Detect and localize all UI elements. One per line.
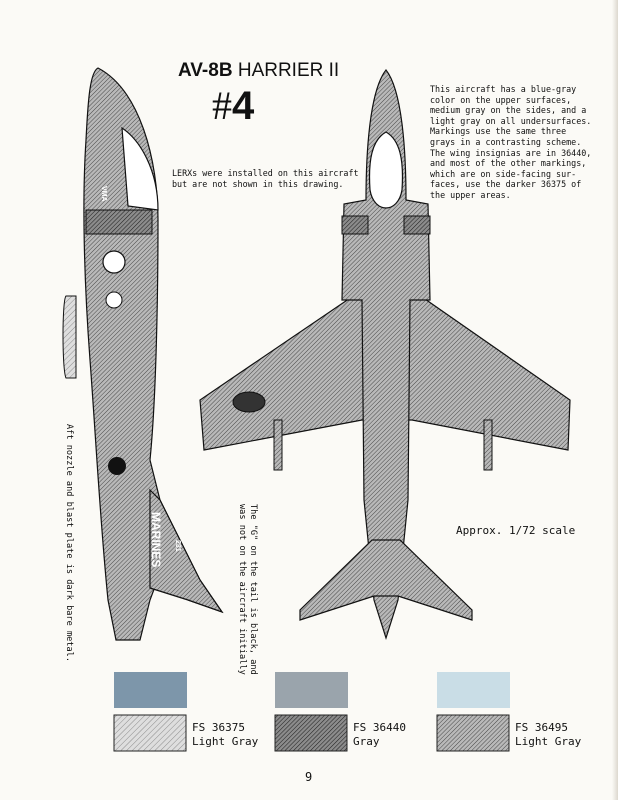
fs-name: Gray [353, 735, 380, 748]
fs-code: FS 36375 [192, 721, 245, 734]
side-intake [85, 209, 153, 235]
fs-label-36440: FS 36440 Gray [353, 721, 406, 749]
top-wing-insignia [232, 391, 266, 413]
lerx-note: LERXs were installed on this aircraft bu… [172, 168, 362, 190]
profile-number: #4 [212, 82, 254, 129]
fs-name: Light Gray [515, 735, 582, 748]
side-nozzle [108, 457, 126, 475]
top-intake-right [403, 215, 431, 235]
fs-name: Light Gray [192, 735, 259, 748]
top-tailplanes [299, 539, 473, 621]
color-chip-36375 [114, 672, 187, 708]
side-insignia [102, 250, 126, 274]
number-hash: # [212, 83, 232, 128]
side-pylon-tank [62, 295, 77, 379]
lerx-note-line: but are not shown in this drawing. [172, 179, 344, 189]
hatch-swatch-36495 [436, 714, 510, 752]
top-plan-view [199, 69, 571, 640]
aircraft-title: AV-8B HARRIER II [178, 60, 339, 82]
fs-label-36495: FS 36495 Light Gray [515, 721, 581, 749]
title-name: HARRIER II [237, 60, 340, 81]
color-chip-36495 [437, 672, 510, 708]
paint-note-line: grays in a contrasting scheme. [430, 136, 582, 147]
paint-note-line: medium gray on the sides, and a [430, 105, 587, 116]
hatch-swatch-36375 [113, 714, 187, 752]
side-profile-view [62, 67, 224, 641]
paint-note-line: faces, use the darker 36375 of [430, 179, 582, 190]
lerx-note-line: LERXs were installed on this aircraft [172, 168, 359, 178]
color-chip-36440 [275, 672, 348, 708]
fs-code: FS 36495 [515, 721, 568, 734]
top-intake-left [341, 215, 369, 235]
side-code-text: VMA [100, 186, 107, 202]
side-nozzle-front [105, 291, 123, 309]
top-outrigger-left [273, 419, 283, 471]
paint-note-line: the upper areas. [430, 189, 511, 200]
scale-note: Approx. 1/72 scale [456, 524, 576, 537]
fs-label-36375: FS 36375 Light Gray [192, 721, 258, 749]
hatch-swatch-36440 [274, 714, 348, 752]
paint-note-line: Markings use the same three [430, 126, 567, 137]
side-unit-text: 231 [174, 540, 181, 552]
side-canopy [121, 126, 159, 211]
top-canopy [368, 131, 404, 209]
paint-note-line: light gray on all undersurfaces. [430, 115, 592, 126]
paint-note-line: color on the upper surfaces, [430, 94, 572, 105]
top-outrigger-right [483, 419, 493, 471]
side-tail-marines: MARINES [149, 512, 163, 567]
top-fuselage [341, 69, 431, 640]
title-model: AV-8B [178, 60, 233, 81]
side-fin [149, 488, 224, 614]
paint-note-line: which are on side-facing sur- [430, 168, 577, 179]
page-edge [612, 0, 618, 800]
number-value: 4 [232, 84, 255, 128]
page-number: 9 [305, 770, 313, 784]
paint-note-line: This aircraft has a blue-gray [430, 84, 577, 94]
fs-code: FS 36440 [353, 721, 406, 734]
paint-note-line: The wing insignias are in 36440, [430, 147, 592, 158]
paint-note: This aircraft has a blue-gray color on t… [430, 84, 605, 201]
paint-note-line: and most of the other markings, [430, 158, 587, 169]
